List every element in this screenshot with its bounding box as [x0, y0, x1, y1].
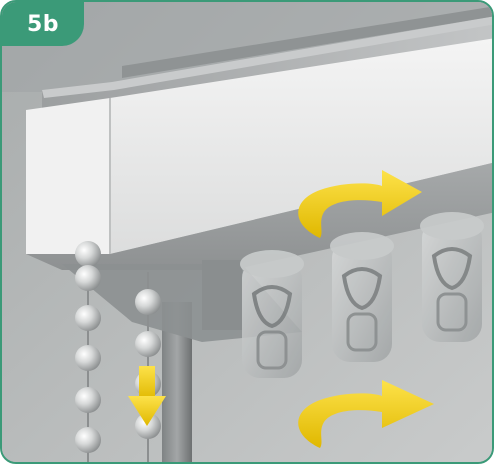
down-arrow-icon: [128, 366, 166, 426]
step-label: 5b: [26, 11, 60, 37]
carrier-hook-icon: [240, 212, 484, 378]
rotate-arrow-icon-lower: [298, 380, 434, 448]
step-badge: 5b: [2, 2, 84, 46]
rotate-arrow-icon: [298, 170, 422, 238]
bead-chain-icon: [75, 241, 161, 462]
rail-icon: [26, 6, 492, 270]
